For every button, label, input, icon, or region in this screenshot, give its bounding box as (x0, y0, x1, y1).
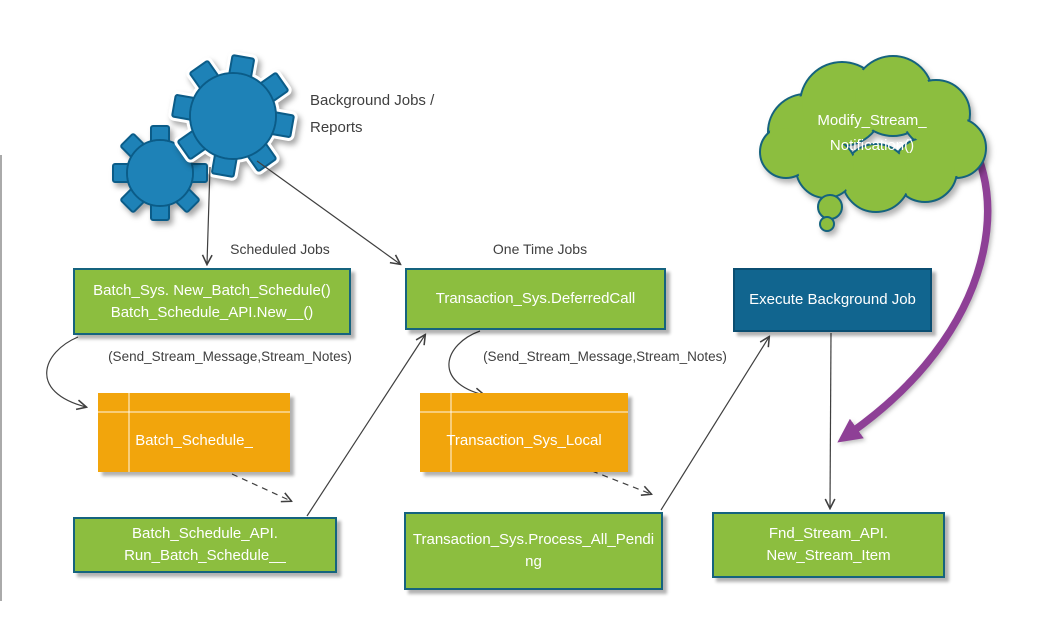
node-process-all-line1: Transaction_Sys.Process_All_Pendi (412, 531, 655, 548)
background-jobs-label: Background Jobs / Reports (310, 87, 434, 141)
background-jobs-label-line1: Background Jobs / (310, 92, 435, 109)
table-column-divider (128, 393, 130, 472)
node-run-batch-line1: Batch_Schedule_API. (132, 525, 278, 542)
cloud-node-label: Modify_Stream_ Notification() (792, 108, 952, 158)
node-batch-sys-line2: Batch_Schedule_API.New__() (110, 303, 314, 321)
table-header-divider (98, 411, 290, 413)
node-batch-schedule-line1: Batch_Schedule_ (135, 431, 253, 449)
node-process-all-pending: Transaction_Sys.Process_All_Pendi ng (404, 512, 663, 590)
thought-cloud-icon (759, 55, 987, 232)
background-jobs-label-line2: Reports (310, 119, 363, 136)
node-fnd-stream: Fnd_Stream_API. New_Stream_Item (712, 512, 945, 578)
connectors (46, 160, 831, 517)
node-deferred-call: Transaction_Sys.DeferredCall (405, 268, 666, 330)
node-deferred-call-line1: Transaction_Sys.DeferredCall (435, 290, 636, 307)
arrow-execute-job-to-fnd-stream (830, 332, 831, 508)
node-batch-sys: Batch_Sys. New_Batch_Schedule() Batch_Sc… (73, 268, 351, 335)
stream-params-label-right: (Send_Stream_Message,Stream_Notes) (483, 349, 727, 364)
table-column-divider (450, 393, 452, 472)
arrow-gears-to-batch-sys (207, 166, 210, 264)
node-transaction-sys-local-table: Transaction_Sys_Local (420, 393, 628, 472)
arrow-process-all-to-execute-job (660, 337, 769, 511)
cloud-label-line1: Modify_Stream_ (817, 112, 927, 129)
node-execute-background-job: Execute Background Job (733, 268, 932, 332)
node-run-batch-schedule: Batch_Schedule_API. Run_Batch_Schedule__ (73, 517, 337, 573)
arrow-deferred-call-to-transaction-sys-local (448, 330, 484, 395)
arrow-batch-sys-to-batch-schedule (46, 336, 86, 407)
node-transaction-sys-local-line1: Transaction_Sys_Local (446, 431, 602, 449)
arrow-gears-to-deferred-call (256, 160, 400, 264)
cloud-label-line2: Notification() (829, 137, 915, 154)
node-execute-job-line1: Execute Background Job (749, 291, 916, 308)
node-batch-schedule-table: Batch_Schedule_ (98, 393, 290, 472)
dashed-arrow-batch-schedule-to-run-batch (231, 473, 291, 501)
node-fnd-stream-line2: New_Stream_Item (766, 547, 891, 564)
stream-params-label-left: (Send_Stream_Message,Stream_Notes) (108, 349, 352, 364)
scheduled-jobs-label: Scheduled Jobs (230, 241, 330, 257)
node-fnd-stream-line1: Fnd_Stream_API. (768, 525, 889, 542)
dashed-arrow-local-to-process-all (591, 470, 651, 494)
node-run-batch-line2: Run_Batch_Schedule__ (124, 547, 286, 564)
gear-icon (168, 51, 298, 181)
node-process-all-line2: ng (525, 553, 542, 570)
arrow-run-batch-to-deferred-call (306, 335, 425, 517)
table-header-divider (420, 411, 628, 413)
one-time-jobs-label: One Time Jobs (492, 241, 588, 257)
node-batch-sys-line1: Batch_Sys. New_Batch_Schedule() (93, 281, 331, 299)
